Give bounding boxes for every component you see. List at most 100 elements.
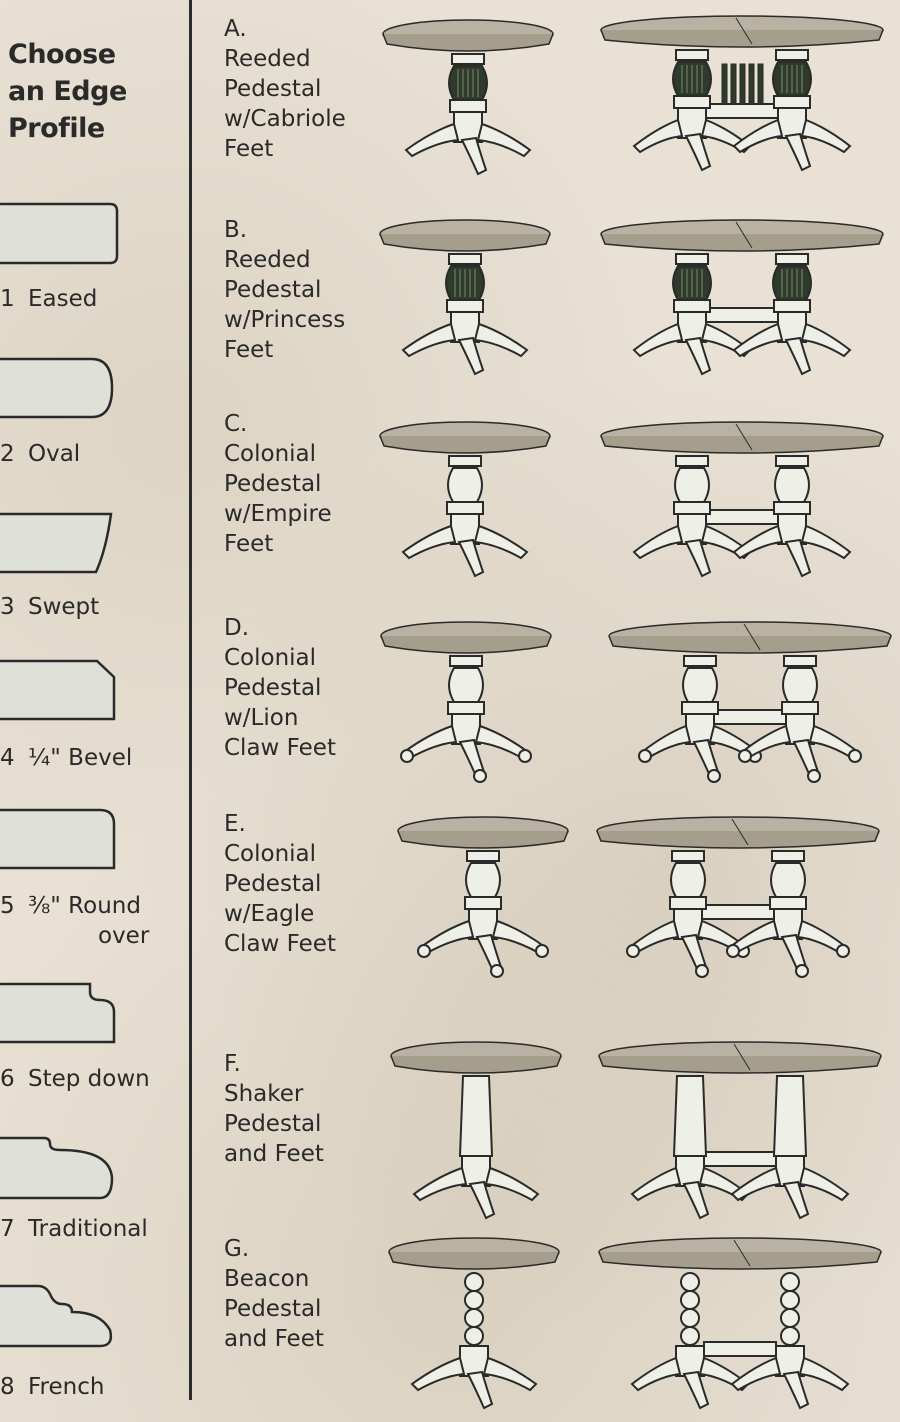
profile-name: Step down <box>28 1066 150 1092</box>
pedestal-feet <box>632 311 752 376</box>
heading-line-1: Choose <box>8 39 116 70</box>
table-top <box>598 1041 882 1074</box>
pedestal-option-g[interactable]: G. Beacon Pedestal and Feet <box>224 1234 324 1354</box>
table-top <box>608 621 892 654</box>
oval-edge-shape <box>0 357 114 419</box>
table-top <box>390 1041 562 1074</box>
eased-edge-shape <box>0 202 119 265</box>
option-line: Pedestal <box>224 1111 322 1137</box>
section-divider <box>189 0 192 1400</box>
profile-name: Eased <box>28 286 98 312</box>
profile-name: ¼" Bevel <box>28 745 133 771</box>
option-line: Pedestal <box>224 675 322 701</box>
table-top <box>382 19 554 52</box>
pedestal-column <box>773 455 811 515</box>
option-letter: E. <box>224 811 246 837</box>
pedestal-column <box>447 655 485 715</box>
option-line: and Feet <box>224 1326 324 1352</box>
pedestal-feet <box>410 1345 538 1410</box>
table-top <box>380 621 552 654</box>
pedestal-column <box>448 53 488 113</box>
option-letter: F. <box>224 1051 241 1077</box>
pedestal-option-c[interactable]: C. Colonial Pedestal w/Empire Feet <box>224 409 332 559</box>
option-line: Shaker <box>224 1081 304 1107</box>
pedestal-feet <box>732 513 852 578</box>
pedestal-option-f[interactable]: F. Shaker Pedestal and Feet <box>224 1049 324 1169</box>
pedestal-column <box>446 455 484 515</box>
option-line: w/Eagle <box>224 901 315 927</box>
option-line: Pedestal <box>224 471 322 497</box>
table-top <box>596 816 880 849</box>
option-line: w/Empire <box>224 501 332 527</box>
pedestal-feet <box>632 513 752 578</box>
option-letter: A. <box>224 16 247 42</box>
pedestal-column <box>464 850 502 910</box>
pedestal-feet <box>401 311 529 376</box>
option-line: Pedestal <box>224 76 322 102</box>
option-line: Reeded <box>224 247 311 273</box>
option-line: w/Lion <box>224 705 299 731</box>
table-top <box>598 1237 882 1270</box>
profile-number: 3 <box>0 594 15 620</box>
pedestal-option-e[interactable]: E. Colonial Pedestal w/Eagle Claw Feet <box>224 809 336 959</box>
profile-number: 4 <box>0 745 15 771</box>
option-line: Feet <box>224 136 274 162</box>
option-line: Claw Feet <box>224 735 336 761</box>
option-line: Feet <box>224 337 274 363</box>
profile-name: French <box>28 1374 105 1400</box>
pedestal-option-b[interactable]: B. Reeded Pedestal w/Princess Feet <box>224 215 345 365</box>
pedestal-column <box>672 1075 708 1157</box>
table-top <box>379 421 551 454</box>
option-letter: G. <box>224 1236 250 1262</box>
option-line: Pedestal <box>224 277 322 303</box>
pedestal-column <box>772 49 812 109</box>
pedestal-column <box>772 1075 808 1157</box>
table-top <box>388 1237 560 1270</box>
pedestal-option-a[interactable]: A. Reeded Pedestal w/Cabriole Feet <box>224 14 346 164</box>
profile-name: Oval <box>28 441 81 467</box>
pedestal-feet <box>730 1345 850 1410</box>
option-letter: D. <box>224 615 250 641</box>
round-over-edge-shape <box>0 808 116 870</box>
profile-number: 1 <box>0 286 15 312</box>
pedestal-feet <box>400 713 532 783</box>
pedestal-column <box>681 655 719 715</box>
pedestal-feet <box>738 713 862 783</box>
pedestal-option-d[interactable]: D. Colonial Pedestal w/Lion Claw Feet <box>224 613 336 763</box>
pedestal-column <box>669 850 707 910</box>
option-line: Reeded <box>224 46 311 72</box>
profile-name: Swept <box>28 594 100 620</box>
option-line: Colonial <box>224 841 317 867</box>
profile-number: 6 <box>0 1066 15 1092</box>
profile-name-continued: over <box>98 923 150 949</box>
option-line: Claw Feet <box>224 931 336 957</box>
pedestal-feet <box>730 1155 850 1220</box>
option-line: w/Princess <box>224 307 346 333</box>
pedestal-feet <box>417 908 549 978</box>
table-top <box>600 421 884 454</box>
traditional-edge-shape <box>0 1136 114 1200</box>
option-line: Pedestal <box>224 1296 322 1322</box>
edge-profile-heading: Choose an Edge Profile <box>8 36 127 147</box>
pedestal-feet <box>732 311 852 376</box>
pedestal-feet <box>626 908 750 978</box>
option-line: Beacon <box>224 1266 310 1292</box>
option-letter: C. <box>224 411 248 437</box>
option-line: Pedestal <box>224 871 322 897</box>
profile-name: Traditional <box>28 1216 148 1242</box>
option-line: and Feet <box>224 1141 324 1167</box>
table-top <box>600 219 884 252</box>
profile-number: 8 <box>0 1374 15 1400</box>
pedestal-column <box>673 455 711 515</box>
option-letter: B. <box>224 217 248 243</box>
